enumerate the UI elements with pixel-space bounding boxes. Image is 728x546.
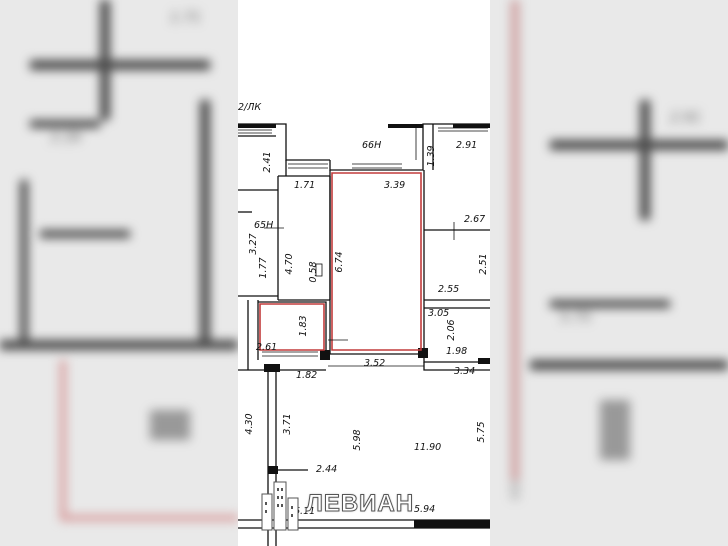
label-11-90: 11.90 <box>414 442 441 453</box>
label-2-67: 2.67 <box>464 214 485 225</box>
watermark-logo: ЛЕВИАН <box>258 476 478 536</box>
label-5-94: 5.94 <box>414 504 435 515</box>
label-2-51: 2.51 <box>478 253 489 274</box>
label-1-83: 1.83 <box>298 315 309 336</box>
label-6-11: 6.11 <box>294 506 315 517</box>
label-3-27: 3.27 <box>248 233 259 254</box>
label-2-55: 2.55 <box>438 284 459 295</box>
label-5-75: 5.75 <box>476 421 487 442</box>
fixtures <box>264 124 455 341</box>
blurred-background-left: 1.71 3.39 <box>0 0 238 546</box>
label-3-71: 3.71 <box>282 413 293 434</box>
label-apartment-66: 66Н <box>362 140 381 151</box>
label-1-77: 1.77 <box>258 257 269 278</box>
label-2-06: 2.06 <box>446 319 457 340</box>
building-logo-icon <box>261 481 299 531</box>
label-top-left-tag: 2/ЛК <box>238 102 262 113</box>
label-5-98: 5.98 <box>352 429 363 450</box>
highlighted-room-outline <box>259 172 422 351</box>
label-4-70: 4.70 <box>284 253 295 274</box>
floor-plan-drawing: 2/ЛК 66Н 65Н 2.41 1.71 3.39 1.39 2.91 2.… <box>238 102 490 546</box>
label-3-34: 3.34 <box>454 366 475 377</box>
label-3-05: 3.05 <box>428 308 449 319</box>
label-3-39: 3.39 <box>384 180 405 191</box>
blurred-background-right: 2.91 5.75 <box>490 0 728 546</box>
logo-text: ЛЕВИАН <box>305 490 415 518</box>
label-0-58: 0.58 <box>308 261 319 282</box>
label-2-61: 2.61 <box>256 342 277 353</box>
label-6-74: 6.74 <box>334 251 345 272</box>
wall-fills <box>238 124 490 528</box>
floor-plan: 2/ЛК 66Н 65Н 2.41 1.71 3.39 1.39 2.91 2.… <box>238 0 490 546</box>
label-2-91: 2.91 <box>456 140 477 151</box>
label-3-52: 3.52 <box>364 358 385 369</box>
label-apartment-65: 65Н <box>254 220 273 231</box>
label-1-82: 1.82 <box>296 370 317 381</box>
label-2-44: 2.44 <box>316 464 337 475</box>
label-1-39: 1.39 <box>426 145 437 166</box>
label-2-41: 2.41 <box>262 151 273 172</box>
label-1-98: 1.98 <box>446 346 467 357</box>
windows <box>238 127 488 520</box>
label-4-30: 4.30 <box>244 413 255 434</box>
label-1-71: 1.71 <box>294 180 315 191</box>
